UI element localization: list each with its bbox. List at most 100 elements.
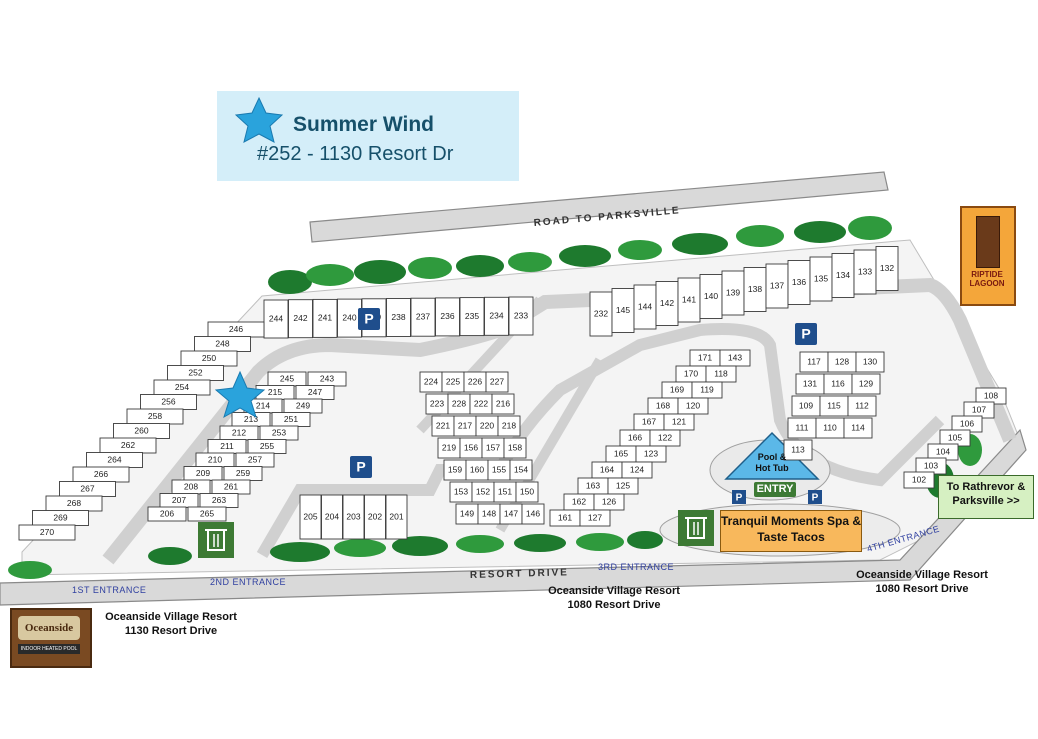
lot-225[interactable]: 225 [441, 371, 465, 393]
lot-260[interactable]: 260 [113, 423, 170, 439]
lot-133[interactable]: 133 [853, 249, 877, 295]
lot-251[interactable]: 251 [271, 412, 311, 427]
lot-138[interactable]: 138 [743, 267, 767, 312]
lot-227[interactable]: 227 [485, 371, 509, 393]
lot-211[interactable]: 211 [207, 439, 247, 454]
parking-marker-right[interactable]: P [795, 323, 817, 345]
lot-147[interactable]: 147 [499, 503, 523, 525]
lot-120[interactable]: 120 [677, 397, 709, 415]
lot-269[interactable]: 269 [32, 510, 89, 526]
lot-210[interactable]: 210 [195, 452, 235, 468]
lot-119[interactable]: 119 [691, 381, 723, 399]
lot-141[interactable]: 141 [677, 277, 701, 323]
lot-235[interactable]: 235 [459, 297, 485, 337]
lot-112[interactable]: 112 [847, 395, 877, 417]
lot-247[interactable]: 247 [295, 385, 335, 400]
lot-201[interactable]: 201 [385, 494, 408, 540]
lot-163[interactable]: 163 [577, 477, 609, 495]
lot-126[interactable]: 126 [593, 493, 625, 511]
lot-261[interactable]: 261 [211, 479, 251, 495]
lot-162[interactable]: 162 [563, 493, 595, 511]
lot-233[interactable]: 233 [508, 296, 534, 336]
lot-165[interactable]: 165 [605, 445, 637, 463]
lot-232[interactable]: 232 [589, 291, 613, 337]
lot-146[interactable]: 146 [521, 503, 545, 525]
lot-153[interactable]: 153 [449, 481, 473, 503]
lot-234[interactable]: 234 [484, 296, 509, 336]
lot-265[interactable]: 265 [187, 506, 227, 522]
parking-marker-entry-right[interactable]: P [808, 490, 822, 504]
lot-254[interactable]: 254 [153, 379, 211, 396]
lot-117[interactable]: 117 [799, 351, 829, 373]
lot-134[interactable]: 134 [831, 253, 855, 298]
lot-135[interactable]: 135 [809, 256, 833, 302]
spa-tacos-box[interactable]: Tranquil Moments Spa & Taste Tacos [720, 510, 862, 552]
lot-170[interactable]: 170 [675, 365, 707, 383]
parking-marker-mid[interactable]: P [350, 456, 372, 478]
lot-250[interactable]: 250 [180, 350, 238, 367]
lot-206[interactable]: 206 [147, 506, 187, 522]
lot-125[interactable]: 125 [607, 477, 639, 495]
lot-116[interactable]: 116 [823, 373, 853, 395]
lot-139[interactable]: 139 [721, 270, 745, 316]
lot-204[interactable]: 204 [321, 494, 343, 540]
lot-266[interactable]: 266 [72, 466, 130, 483]
lot-109[interactable]: 109 [791, 395, 821, 417]
lot-223[interactable]: 223 [425, 393, 449, 415]
lot-236[interactable]: 236 [435, 297, 460, 337]
lot-268[interactable]: 268 [45, 495, 103, 512]
lot-166[interactable]: 166 [619, 429, 651, 447]
lot-154[interactable]: 154 [509, 459, 533, 481]
lot-110[interactable]: 110 [815, 417, 845, 439]
lot-156[interactable]: 156 [459, 437, 483, 459]
lot-258[interactable]: 258 [126, 408, 184, 425]
lot-256[interactable]: 256 [140, 394, 197, 410]
lot-164[interactable]: 164 [591, 461, 623, 479]
lot-237[interactable]: 237 [410, 297, 436, 337]
lot-263[interactable]: 263 [199, 493, 239, 508]
lot-158[interactable]: 158 [503, 437, 527, 459]
lot-259[interactable]: 259 [223, 466, 263, 481]
lot-264[interactable]: 264 [86, 452, 143, 468]
lot-224[interactable]: 224 [419, 371, 443, 393]
lot-217[interactable]: 217 [453, 415, 477, 437]
lot-245[interactable]: 245 [267, 371, 307, 387]
lot-122[interactable]: 122 [649, 429, 681, 447]
lot-115[interactable]: 115 [819, 395, 849, 417]
lot-171[interactable]: 171 [689, 349, 721, 367]
lot-118[interactable]: 118 [705, 365, 737, 383]
lot-104[interactable]: 104 [927, 443, 959, 461]
lot-129[interactable]: 129 [851, 373, 881, 395]
lot-168[interactable]: 168 [647, 397, 679, 415]
lot-220[interactable]: 220 [475, 415, 499, 437]
lot-145[interactable]: 145 [611, 288, 635, 333]
lot-124[interactable]: 124 [621, 461, 653, 479]
starfish-marker-icon[interactable] [214, 370, 266, 419]
lot-130[interactable]: 130 [855, 351, 885, 373]
lot-241[interactable]: 241 [312, 298, 338, 338]
lot-209[interactable]: 209 [183, 466, 223, 481]
lot-226[interactable]: 226 [463, 371, 487, 393]
lot-216[interactable]: 216 [491, 393, 515, 415]
lot-108[interactable]: 108 [975, 387, 1007, 405]
lot-253[interactable]: 253 [259, 425, 299, 441]
lot-169[interactable]: 169 [661, 381, 693, 399]
lot-262[interactable]: 262 [99, 437, 157, 454]
lot-267[interactable]: 267 [59, 481, 116, 497]
lot-128[interactable]: 128 [827, 351, 857, 373]
lot-240[interactable]: 240 [337, 298, 362, 338]
lot-255[interactable]: 255 [247, 439, 287, 454]
lot-161[interactable]: 161 [549, 509, 581, 527]
lot-243[interactable]: 243 [307, 371, 347, 387]
lot-244[interactable]: 244 [263, 299, 289, 339]
lot-131[interactable]: 131 [795, 373, 825, 395]
lot-212[interactable]: 212 [219, 425, 259, 441]
parking-marker-top[interactable]: P [358, 308, 380, 330]
lot-219[interactable]: 219 [437, 437, 461, 459]
lot-107[interactable]: 107 [963, 401, 995, 419]
lot-218[interactable]: 218 [497, 415, 521, 437]
parking-marker-entry-left[interactable]: P [732, 490, 746, 504]
lot-248[interactable]: 248 [194, 336, 251, 352]
lot-121[interactable]: 121 [663, 413, 695, 431]
lot-123[interactable]: 123 [635, 445, 667, 463]
